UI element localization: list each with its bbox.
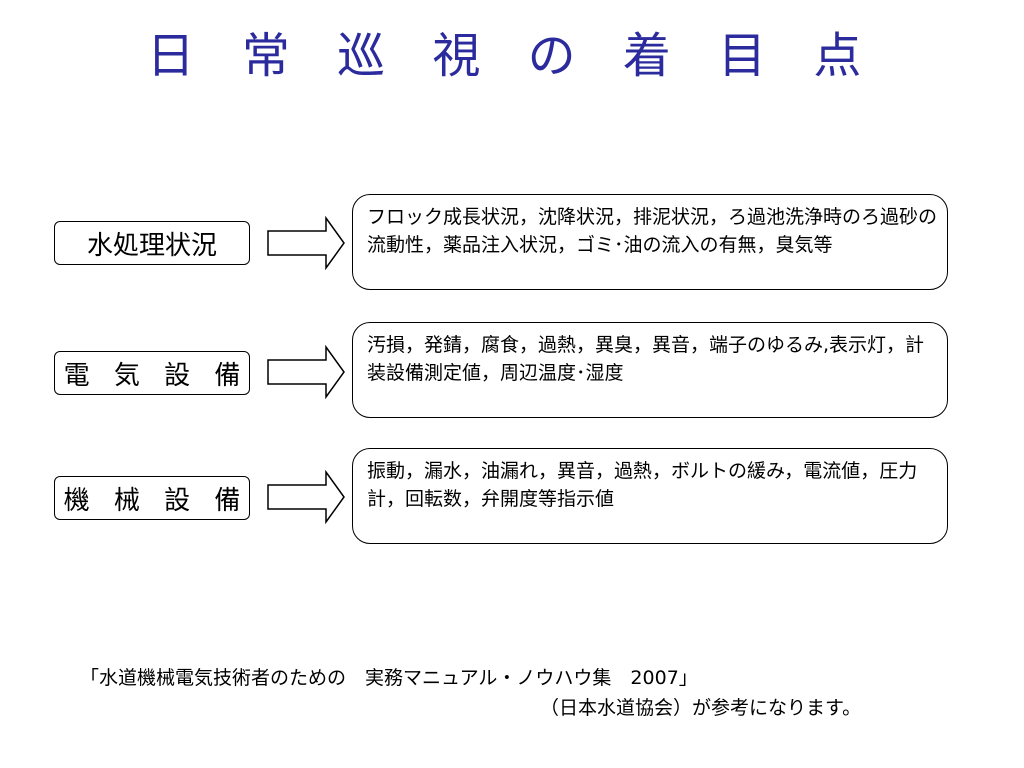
arrow-right-icon — [267, 216, 345, 270]
arrow-right-icon — [267, 470, 345, 524]
label-mechanical-equipment: 機 械 設 備 — [54, 476, 250, 520]
label-water-treatment: 水処理状況 — [54, 221, 250, 265]
reference-citation: 「水道機械電気技術者のための 実務マニュアル・ノウハウ集 2007」 — [80, 667, 698, 689]
arrow-right-icon — [267, 345, 345, 399]
description-mechanical-equipment: 振動，漏水，油漏れ，異音，過熱，ボルトの緩み，電流値，圧力計，回転数，弁開度等指… — [352, 448, 948, 544]
description-water-treatment: フロック成長状況，沈降状況，排泥状況，ろ過池洗浄時のろ過砂の流動性，薬品注入状況… — [352, 194, 948, 290]
label-electrical-equipment: 電 気 設 備 — [54, 351, 250, 395]
description-electrical-equipment: 汚損，発錆，腐食，過熱，異臭，異音，端子のゆるみ,表示灯，計装設備測定値，周辺温… — [352, 322, 948, 418]
page-title: 日 常 巡 視 の 着 目 点 — [146, 28, 878, 84]
reference-publisher: （日本水道協会）が参考になります。 — [540, 697, 862, 719]
